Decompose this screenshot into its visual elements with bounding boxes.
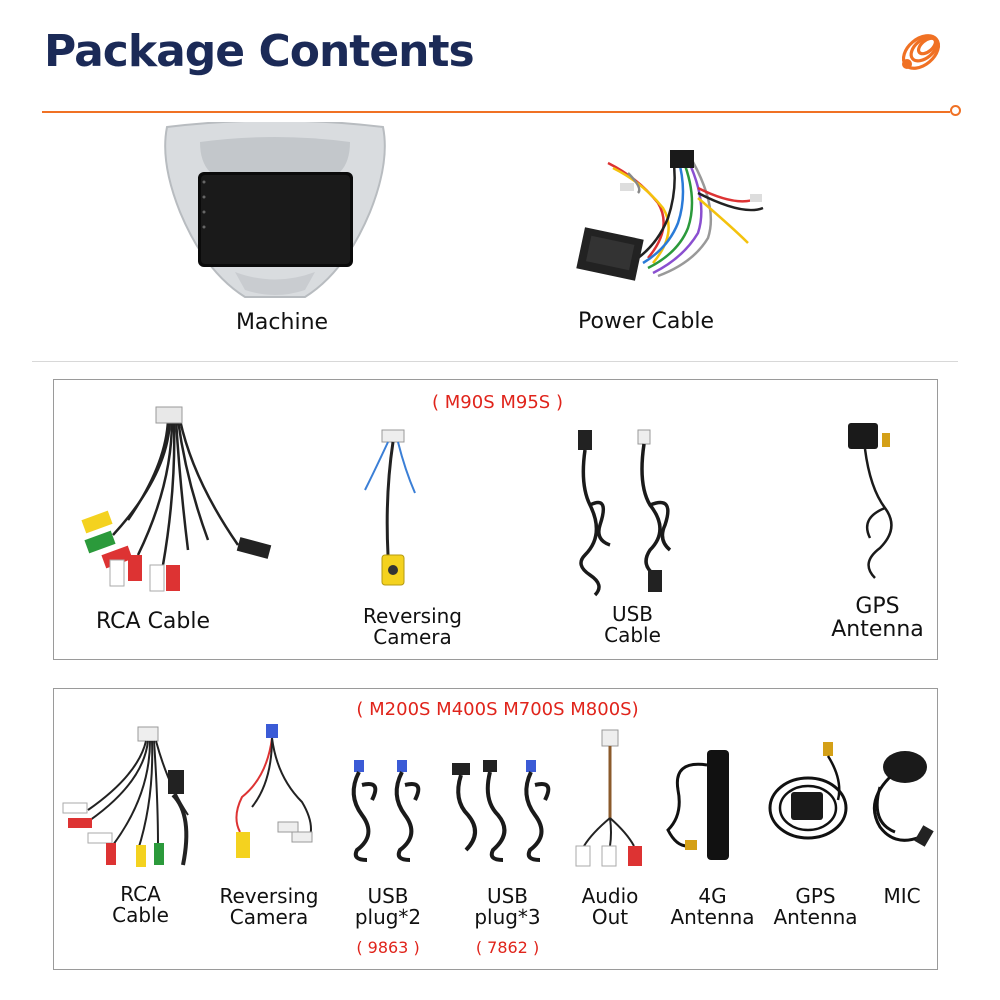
item-label-usb-cable: USB Cable [604, 602, 661, 647]
4g-antenna-icon [666, 750, 729, 860]
code-label-9863: ( 9863 ) [356, 938, 420, 957]
code-label-7862: ( 7862 ) [475, 938, 540, 957]
gps-antenna-2-icon [768, 742, 848, 840]
gps-antenna-icon [848, 423, 893, 579]
item-label-reversing-camera: Reversing Camera [362, 604, 462, 649]
audio-out-cable-icon [575, 729, 642, 867]
item-label-rca-cable-2: RCA Cable [112, 882, 169, 927]
item-label-reversing-camera-2: Reversing Camera [219, 884, 319, 929]
reversing-camera-cable-icon [364, 429, 416, 586]
power-cable-harness-icon [576, 150, 764, 281]
item-label-4g-antenna: 4G Antenna [670, 884, 755, 929]
item-label-mic: MIC [883, 884, 921, 908]
accessory-box-m200s-m800s [53, 688, 938, 970]
item-label-audio-out: Audio Out [581, 884, 639, 929]
item-label-rca-cable: RCA Cable [95, 609, 211, 634]
item-label-machine: Machine [235, 310, 329, 335]
header-divider [42, 111, 950, 113]
models-label-section1: ( M90S M95S ) [432, 392, 563, 413]
rca-cable-icon [81, 406, 272, 592]
usb-plug-x2-icon [351, 760, 421, 862]
reversing-camera-cable-2-icon [235, 724, 313, 858]
models-label-section2: ( M200S M400S M700S M800S) [356, 699, 639, 720]
rca-cable-2-icon [62, 726, 189, 867]
item-label-usb-plug-x3: USB plug*3 [474, 884, 541, 929]
usb-plug-x3-icon [452, 760, 551, 862]
microphone-icon [872, 751, 934, 847]
header-divider-end-dot [950, 105, 961, 116]
accessory-box-m90s-m95s [53, 379, 938, 660]
usb-cable-icon [578, 429, 672, 597]
page-title: Package Contents [44, 26, 475, 77]
head-unit-machine-icon [164, 122, 386, 298]
item-label-power-cable: Power Cable [578, 309, 714, 334]
item-label-usb-plug-x2: USB plug*2 [354, 884, 422, 929]
section-divider [32, 361, 958, 362]
orange-coil-logo-icon [901, 34, 941, 70]
item-label-gps-antenna-2: GPS Antenna [773, 884, 858, 929]
item-label-gps-antenna: GPS Antenna [831, 594, 924, 643]
